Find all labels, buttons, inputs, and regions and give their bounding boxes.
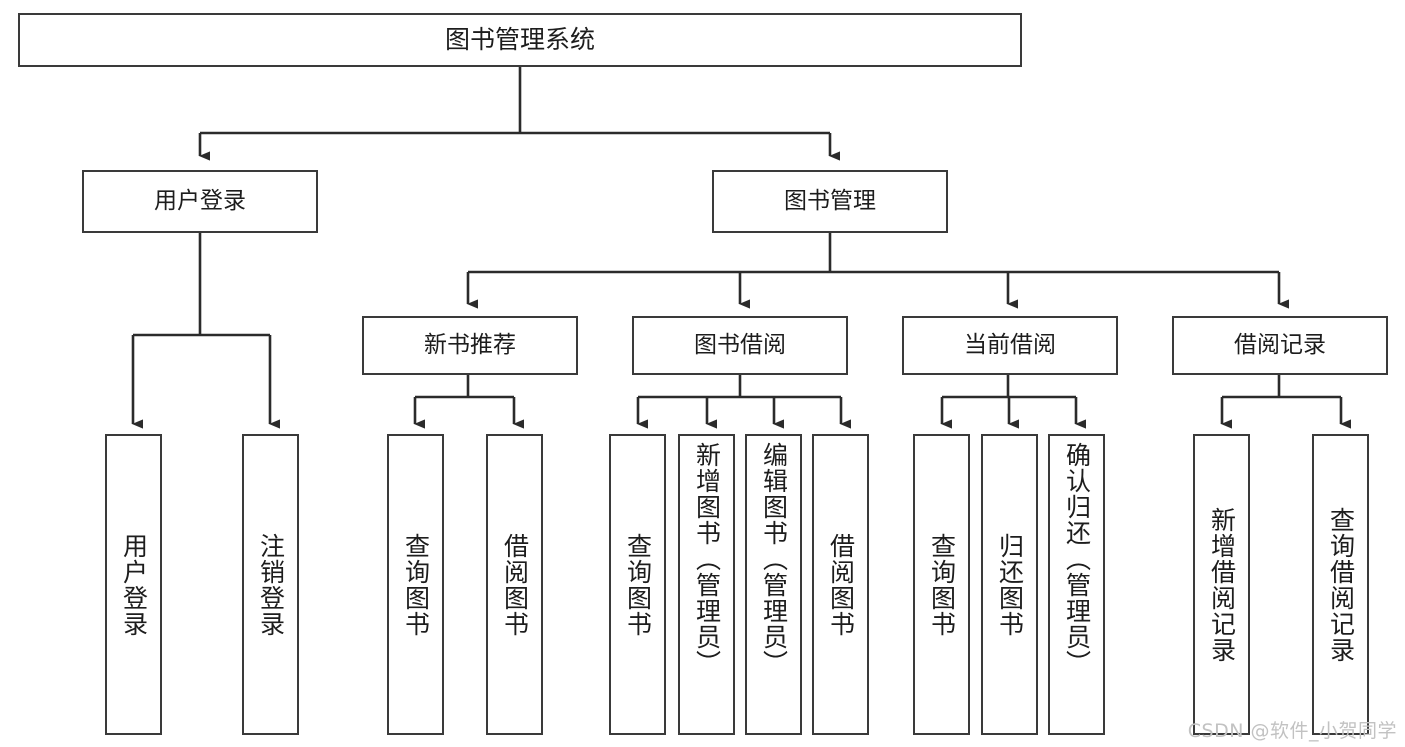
node-leaf-query-book-current[interactable]: 查询图书 [913, 434, 970, 735]
node-current-borrow[interactable]: 当前借阅 [902, 316, 1118, 375]
node-leaf-confirm-return-admin[interactable]: 确认归还（管理员） [1048, 434, 1105, 735]
node-borrow-records-label: 借阅记录 [1234, 331, 1326, 358]
node-leaf-edit-book-admin[interactable]: 编辑图书（管理员） [745, 434, 802, 735]
node-leaf-query-borrow-record[interactable]: 查询借阅记录 [1312, 434, 1369, 735]
node-leaf-query-book-borrow[interactable]: 查询图书 [609, 434, 666, 735]
node-book-borrow[interactable]: 图书借阅 [632, 316, 848, 375]
node-leaf-add-borrow-record-label: 新增借阅记录 [1207, 506, 1237, 663]
node-leaf-query-book-new-label: 查询图书 [401, 532, 431, 637]
node-leaf-borrow-book-new-label: 借阅图书 [500, 532, 530, 637]
node-leaf-user-login-label: 用户登录 [119, 532, 149, 637]
node-leaf-borrow-book-label: 借阅图书 [826, 532, 856, 637]
node-leaf-add-book-admin[interactable]: 新增图书（管理员） [678, 434, 735, 735]
node-leaf-add-book-admin-label: 新增图书（管理员） [692, 442, 722, 676]
node-leaf-query-book-current-label: 查询图书 [927, 532, 957, 637]
node-user-login[interactable]: 用户登录 [82, 170, 318, 233]
node-borrow-records[interactable]: 借阅记录 [1172, 316, 1388, 375]
node-leaf-add-borrow-record[interactable]: 新增借阅记录 [1193, 434, 1250, 735]
node-leaf-borrow-book[interactable]: 借阅图书 [812, 434, 869, 735]
node-leaf-return-book-label: 归还图书 [995, 532, 1025, 637]
node-book-borrow-label: 图书借阅 [694, 331, 786, 358]
node-book-manage-label: 图书管理 [784, 187, 876, 214]
node-leaf-confirm-return-admin-label: 确认归还（管理员） [1062, 442, 1092, 676]
csdn-watermark: CSDN @软件_小贺同学 [1187, 720, 1397, 742]
node-leaf-query-borrow-record-label: 查询借阅记录 [1326, 506, 1356, 663]
node-new-book-recommend-label: 新书推荐 [424, 331, 516, 358]
node-user-login-label: 用户登录 [154, 187, 246, 214]
node-leaf-return-book[interactable]: 归还图书 [981, 434, 1038, 735]
node-root-label: 图书管理系统 [444, 25, 595, 55]
node-current-borrow-label: 当前借阅 [964, 331, 1056, 358]
node-leaf-logout-label: 注销登录 [256, 532, 286, 637]
node-new-book-recommend[interactable]: 新书推荐 [362, 316, 578, 375]
node-leaf-user-login[interactable]: 用户登录 [105, 434, 162, 735]
node-leaf-borrow-book-new[interactable]: 借阅图书 [486, 434, 543, 735]
node-leaf-query-book-new[interactable]: 查询图书 [387, 434, 444, 735]
node-leaf-query-book-borrow-label: 查询图书 [623, 532, 653, 637]
node-leaf-logout[interactable]: 注销登录 [242, 434, 299, 735]
node-root[interactable]: 图书管理系统 [18, 13, 1022, 67]
node-book-manage[interactable]: 图书管理 [712, 170, 948, 233]
node-leaf-edit-book-admin-label: 编辑图书（管理员） [759, 442, 789, 676]
